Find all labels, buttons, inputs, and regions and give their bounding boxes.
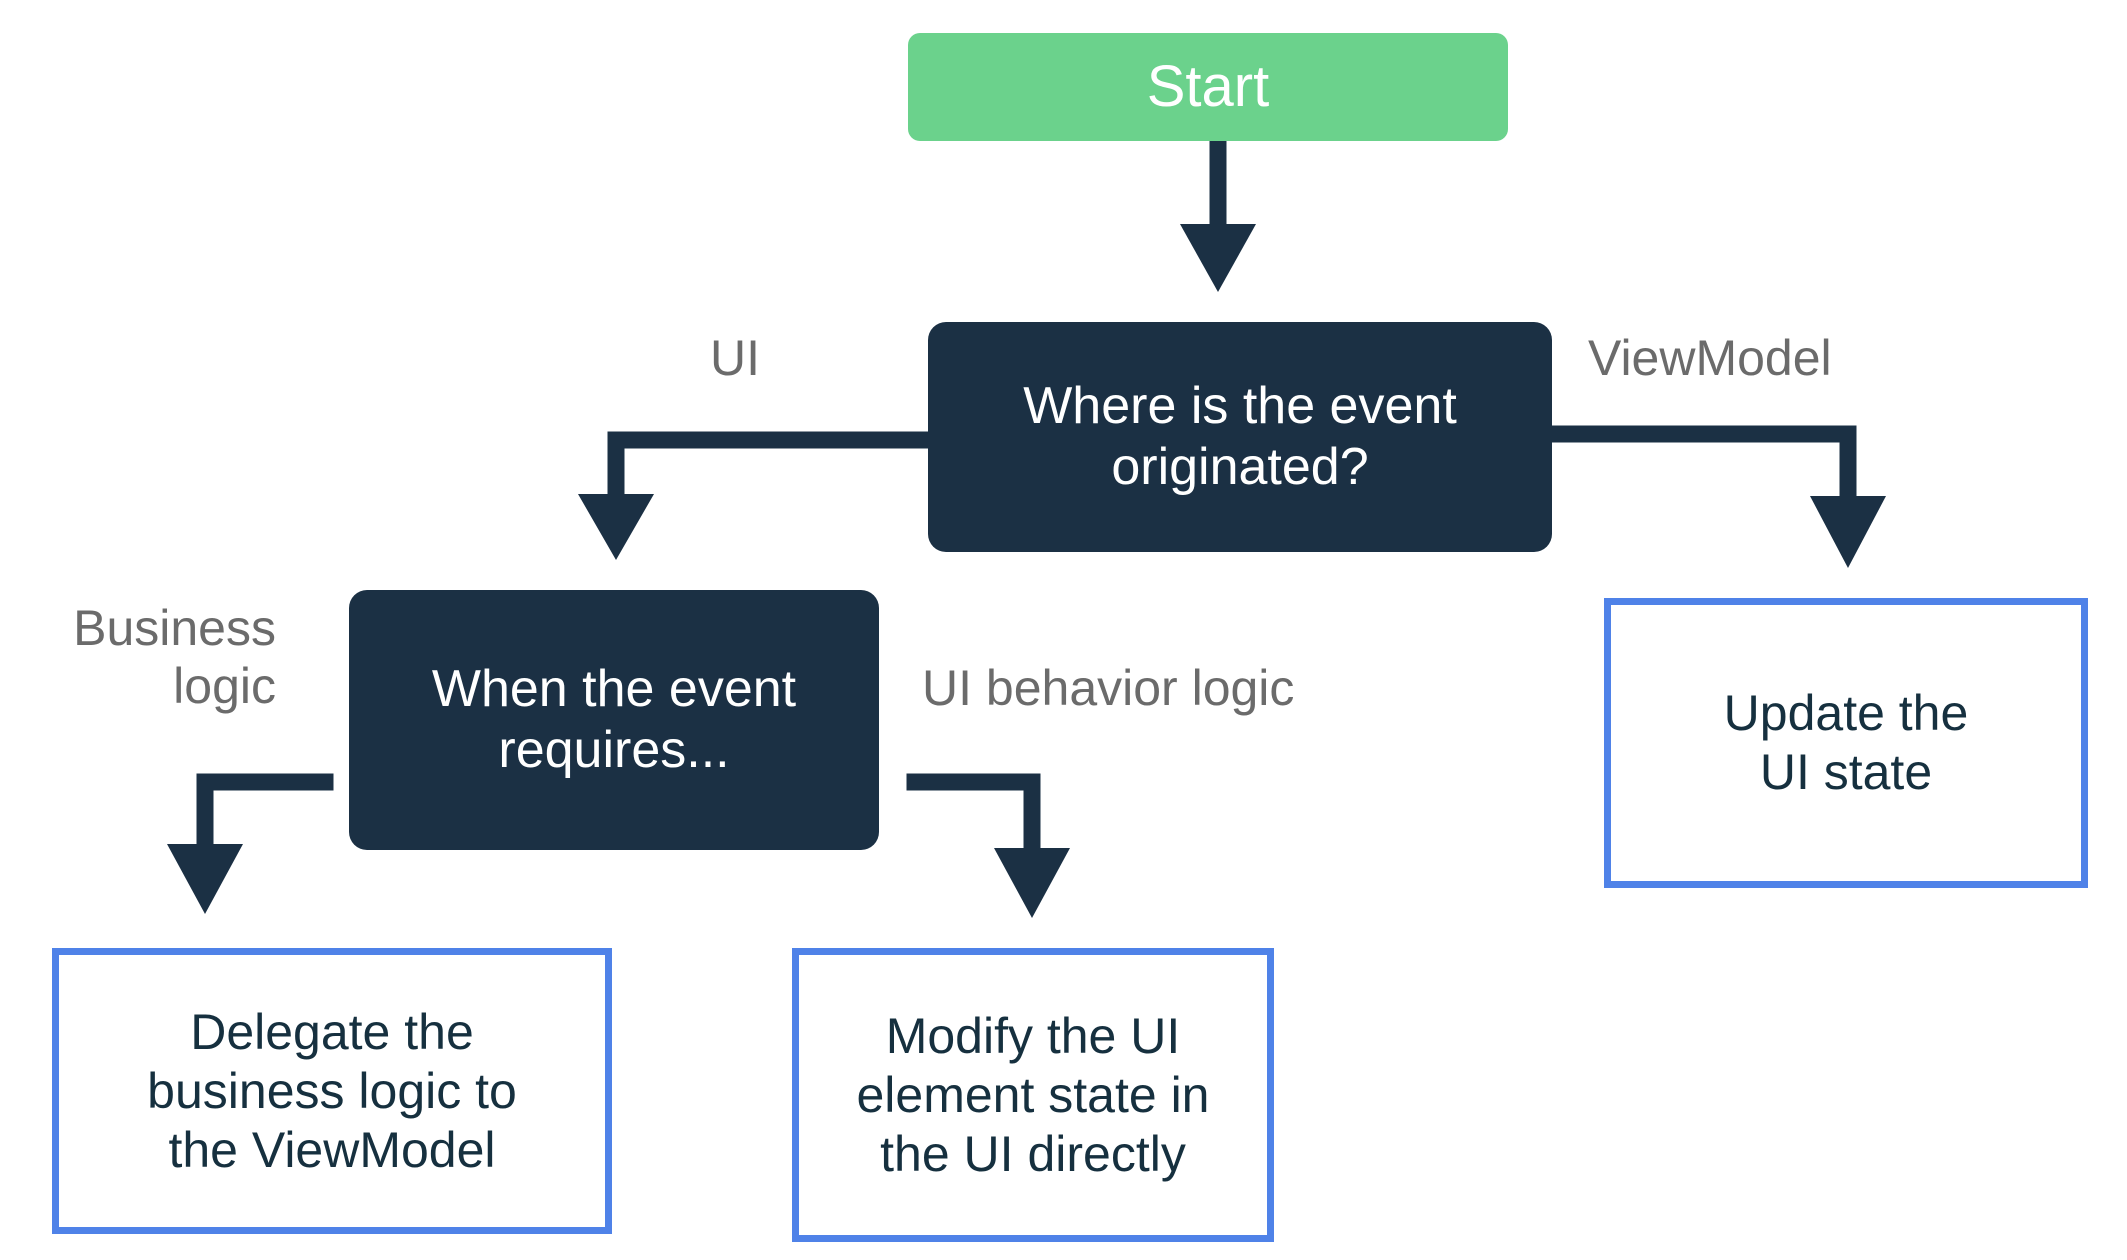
- edge-start-to-where: [1180, 141, 1256, 292]
- edge-when-to-delegate: [167, 773, 334, 914]
- edge-label-business-logic: Business logic: [73, 600, 276, 714]
- node-start[interactable]: Start: [908, 33, 1508, 141]
- node-when-the-event-requires[interactable]: When the event requires...: [349, 590, 879, 850]
- edge-where-to-update-ui: [1543, 425, 1886, 568]
- edge-label-viewmodel: ViewModel: [1588, 330, 1832, 386]
- node-modify-ui-element-state[interactable]: Modify the UI element state in the UI di…: [792, 948, 1274, 1242]
- edge-where-to-when: [578, 431, 937, 560]
- node-update-ui-state[interactable]: Update the UI state: [1604, 598, 2088, 888]
- edge-label-ui-behavior-logic: UI behavior logic: [922, 660, 1295, 716]
- edge-when-to-modify-ui: [906, 773, 1070, 918]
- edge-label-ui: UI: [710, 330, 760, 386]
- node-where-is-event-originated[interactable]: Where is the event originated?: [928, 322, 1552, 552]
- node-delegate-business-logic[interactable]: Delegate the business logic to the ViewM…: [52, 948, 612, 1234]
